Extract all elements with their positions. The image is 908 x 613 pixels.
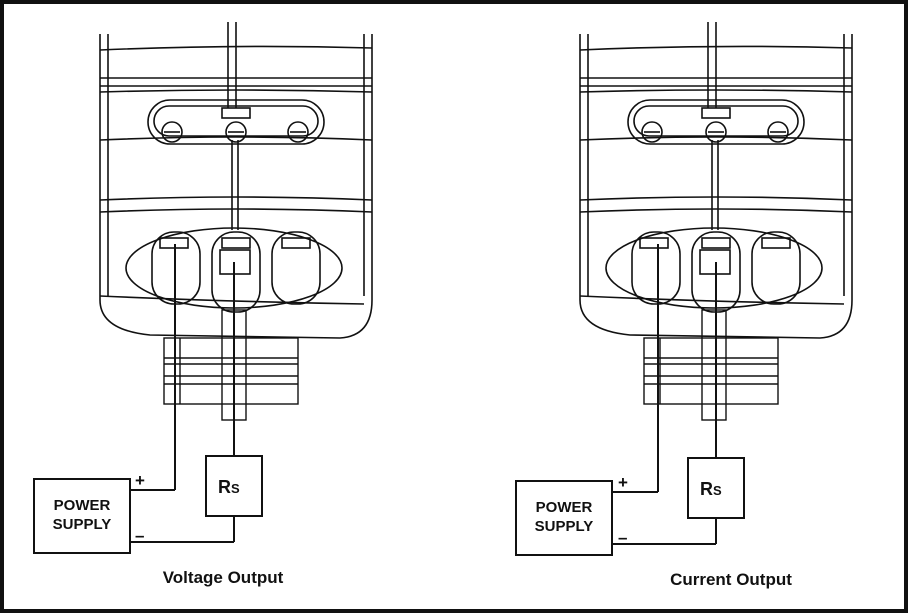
resistor-label-main: R xyxy=(218,477,231,497)
positive-terminal-label: + xyxy=(135,471,145,490)
cable-connector xyxy=(163,309,299,421)
current-output-diagram xyxy=(515,22,853,556)
power-supply-box xyxy=(515,480,613,556)
voltage-output-diagram xyxy=(33,22,373,554)
negative-terminal-label: – xyxy=(618,528,627,547)
power-supply-box xyxy=(33,478,131,554)
resistor-label: RS xyxy=(700,479,722,499)
resistor-label-subscript: S xyxy=(231,481,240,496)
resistor-label-main: R xyxy=(700,479,713,499)
upper-terminal-strip xyxy=(147,99,325,230)
power-supply-label-line1: POWER xyxy=(536,499,593,516)
voltage-output-caption: Voltage Output xyxy=(163,568,284,587)
power-supply-label-line2: SUPPLY xyxy=(53,516,112,533)
sensor-housing xyxy=(579,22,853,339)
current-output-caption: Current Output xyxy=(670,570,792,589)
negative-terminal-label: – xyxy=(135,526,144,545)
sensor-housing xyxy=(99,22,373,339)
upper-terminal-strip xyxy=(627,99,805,230)
wiring xyxy=(131,244,235,543)
sense-resistor-box xyxy=(205,455,263,517)
sense-resistor-box xyxy=(687,457,745,519)
positive-terminal-label: + xyxy=(618,473,628,492)
cable-connector xyxy=(643,309,779,421)
resistor-label-subscript: S xyxy=(713,483,722,498)
power-supply-label-line1: POWER xyxy=(54,497,111,514)
resistor-label: RS xyxy=(218,477,240,497)
power-supply-label-line2: SUPPLY xyxy=(535,518,594,535)
wiring xyxy=(613,244,717,545)
lower-terminal-block xyxy=(605,227,823,313)
